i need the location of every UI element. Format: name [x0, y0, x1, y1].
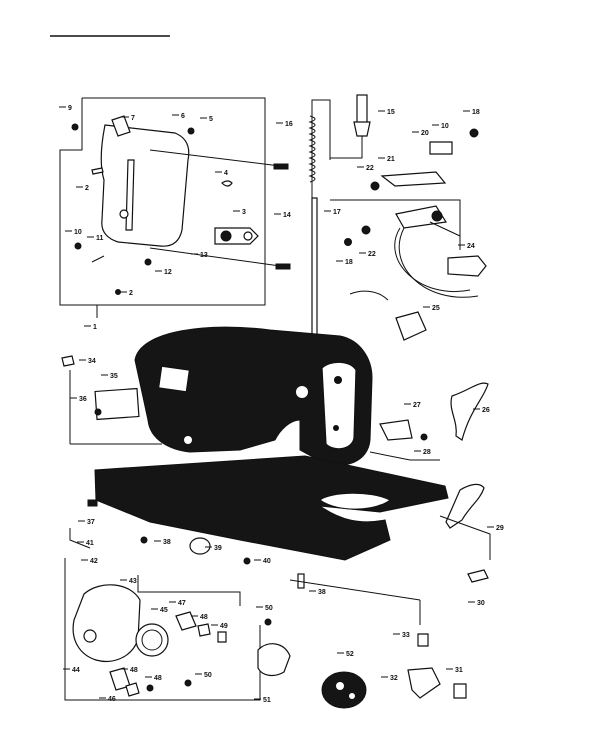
part-label-p24: 24 [467, 243, 475, 250]
part-label-p25: 25 [432, 305, 440, 312]
part-label-p41: 41 [86, 540, 94, 547]
part-label-p39: 39 [214, 545, 222, 552]
part-label-p14: 14 [283, 212, 291, 219]
part-label-p22a: 22 [366, 165, 374, 172]
arm-body [134, 326, 373, 466]
part-label-p49: 49 [220, 623, 228, 630]
part-label-p43: 43 [129, 578, 137, 585]
bobbin-case-group [257, 579, 421, 709]
part-label-p28: 28 [423, 449, 431, 456]
face-plate-group [59, 97, 291, 318]
part-label-p45: 45 [160, 607, 168, 614]
part-label-p31: 31 [455, 667, 463, 674]
face-plate [100, 124, 190, 247]
part-label-p7: 7 [131, 115, 135, 122]
part-label-p10b: 10 [441, 123, 449, 130]
part-label-p6: 6 [181, 113, 185, 120]
part-label-p17: 17 [333, 209, 341, 216]
part-label-p46: 46 [108, 696, 116, 703]
part-label-p11: 11 [96, 235, 104, 242]
part-label-p48c: 48 [154, 675, 162, 682]
part-label-p21: 21 [387, 156, 395, 163]
part-label-p33: 33 [402, 632, 410, 639]
part-label-p2a: 2 [85, 185, 89, 192]
part-label-p48b: 48 [130, 667, 138, 674]
part-label-p38a: 38 [163, 539, 171, 546]
part-label-p12: 12 [164, 269, 172, 276]
part-label-p37: 37 [87, 519, 95, 526]
machine-bed [94, 455, 449, 561]
part-label-p29: 29 [496, 525, 504, 532]
take-up-group [369, 382, 491, 583]
part-label-p20: 20 [421, 130, 429, 137]
part-label-p10a: 10 [74, 229, 82, 236]
part-label-p16: 16 [285, 121, 293, 128]
part-label-p3: 3 [242, 209, 246, 216]
thread-guide-group [330, 128, 479, 250]
needle-bar [311, 197, 318, 344]
needle-bar-spring [308, 115, 316, 183]
part-label-p4: 4 [224, 170, 228, 177]
part-label-p38b: 38 [318, 589, 326, 596]
part-label-p26: 26 [482, 407, 490, 414]
part-label-p42: 42 [90, 558, 98, 565]
part-label-p1: 1 [93, 324, 97, 331]
part-label-p27: 27 [413, 402, 421, 409]
part-label-p34: 34 [88, 358, 96, 365]
feed-group [407, 633, 467, 699]
part-label-p47: 47 [178, 600, 186, 607]
part-label-p50b: 50 [204, 672, 212, 679]
part-label-p40: 40 [263, 558, 271, 565]
part-label-p13: 13 [200, 252, 208, 259]
machine-arm [69, 326, 449, 561]
arm-cover-group [61, 355, 140, 507]
part-label-p32: 32 [390, 675, 398, 682]
part-label-p5: 5 [209, 116, 213, 123]
part-label-p15: 15 [387, 109, 395, 116]
part-label-p2b: 2 [129, 290, 133, 297]
part-label-p30: 30 [477, 600, 485, 607]
hook-assembly [64, 558, 272, 701]
part-label-p35: 35 [110, 373, 118, 380]
part-label-p36: 36 [79, 396, 87, 403]
part-label-p18a: 18 [472, 109, 480, 116]
part-label-p52: 52 [346, 651, 354, 658]
part-label-p44: 44 [72, 667, 80, 674]
lamp-group [344, 205, 487, 341]
name-plate [94, 387, 140, 421]
part-label-p22b: 22 [368, 251, 376, 258]
part-label-p18b: 18 [345, 259, 353, 266]
part-label-p9: 9 [68, 105, 72, 112]
needle-bar-group [308, 94, 371, 344]
part-label-p48a: 48 [200, 614, 208, 621]
bobbin-race [321, 671, 367, 709]
hook-bracket [72, 584, 141, 662]
part-label-p51: 51 [263, 697, 271, 704]
part-label-p50: 50 [265, 605, 273, 612]
bed-underside-group [69, 528, 305, 589]
